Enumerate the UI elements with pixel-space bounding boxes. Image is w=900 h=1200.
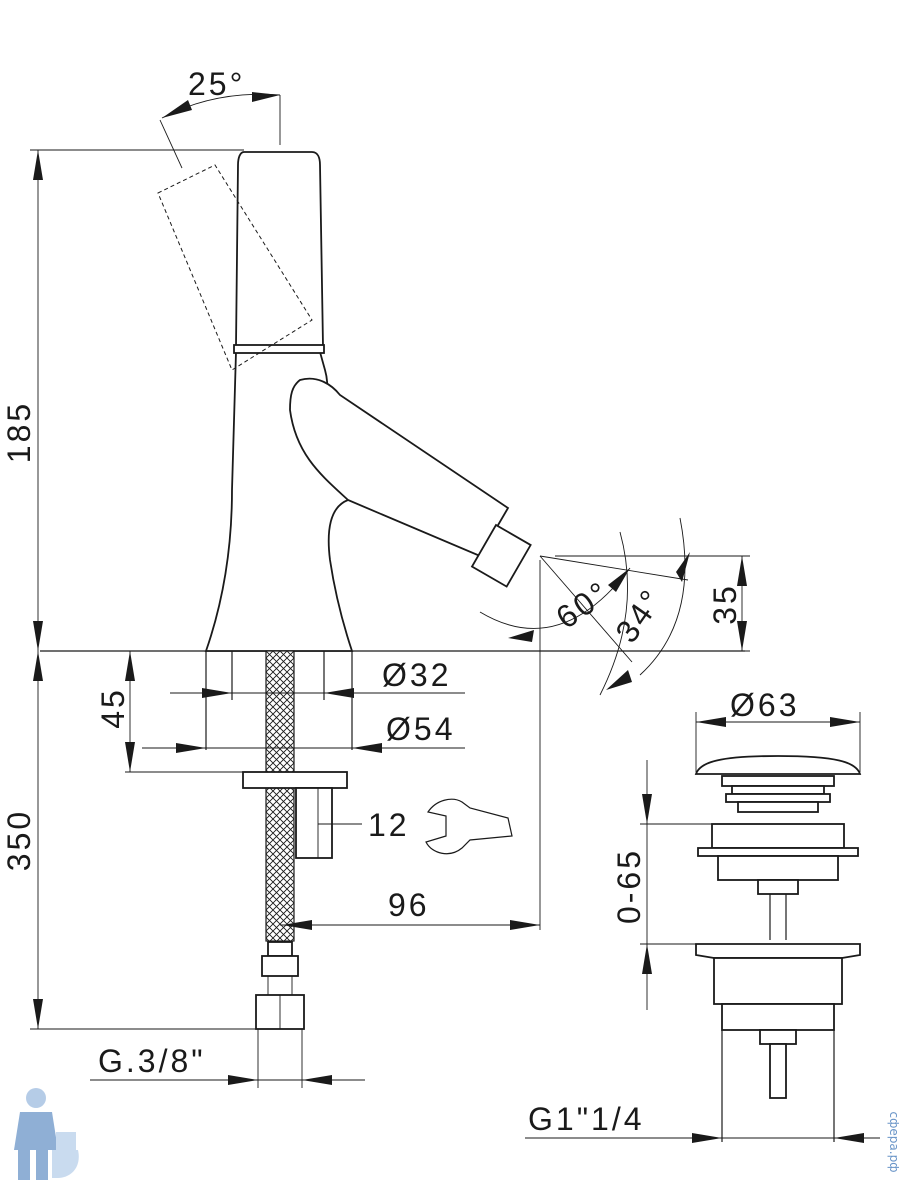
plumber-logo-icon: [14, 1088, 79, 1180]
label-height-35: 35: [707, 583, 743, 625]
label-diameter-63: Ø63: [730, 687, 799, 723]
faucet-outline: [40, 95, 745, 652]
label-depth-45: 45: [95, 687, 131, 729]
label-diameter-32: Ø32: [382, 657, 451, 693]
label-wrench-12: 12: [368, 807, 410, 843]
label-angle-25: 25°: [188, 66, 245, 102]
label-thread-g38: G.3/8": [98, 1043, 206, 1079]
drain-dimension-lines: [525, 712, 880, 1143]
label-range-0-65: 0-65: [611, 848, 647, 924]
dimension-lines: [30, 92, 750, 1088]
label-angle-60: 60°: [549, 573, 617, 635]
label-hose-350: 350: [1, 809, 37, 871]
drain-assembly: [694, 755, 862, 1142]
label-reach-96: 96: [388, 887, 430, 923]
wrench-icon: [425, 798, 513, 855]
label-height-185: 185: [1, 401, 37, 463]
label-thread-g1-14: G1"1/4: [528, 1101, 645, 1137]
watermark-text: сфера.рф: [887, 1112, 900, 1173]
label-angle-34: 34°: [608, 581, 670, 649]
label-diameter-54: Ø54: [386, 711, 455, 747]
faucet-shank: [205, 650, 353, 1030]
